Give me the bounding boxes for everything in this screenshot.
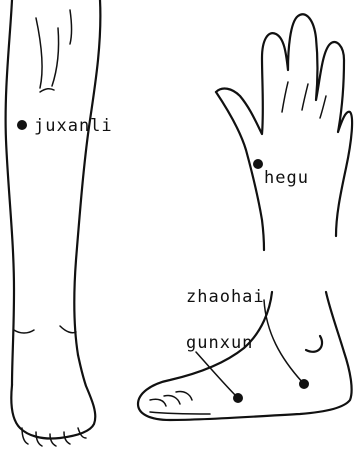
zhaohai-label: zhaohai — [186, 287, 265, 307]
gunxun-label: gunxun — [186, 333, 253, 353]
gunxun-point-marker — [233, 393, 243, 403]
gunxun-pointer-line — [196, 352, 238, 398]
leg-drawing — [6, 0, 101, 446]
zhaohai-pointer-line — [264, 300, 304, 384]
juxanli-label: juxanli — [34, 116, 113, 136]
juxanli-point-marker — [17, 120, 27, 130]
hegu-label: hegu — [264, 168, 309, 188]
foot-drawing — [138, 292, 352, 420]
zhaohai-point-marker — [299, 379, 309, 389]
hegu-point-marker — [253, 159, 263, 169]
hand-drawing — [216, 14, 352, 250]
